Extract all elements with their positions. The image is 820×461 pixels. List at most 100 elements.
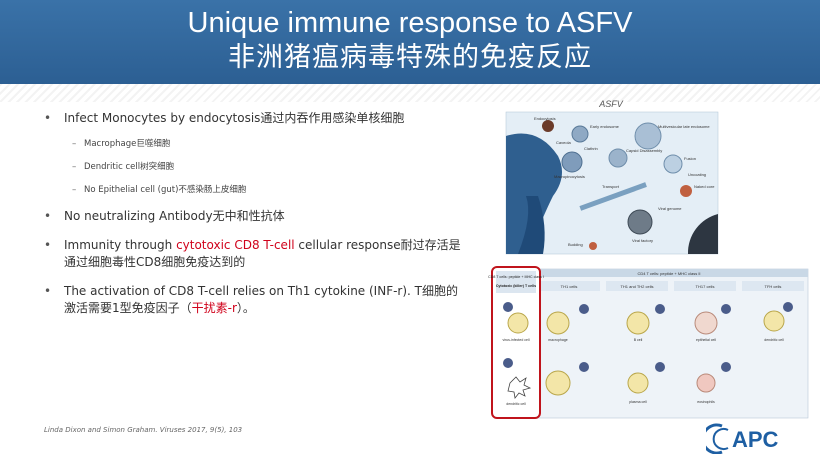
lower-cell-1 xyxy=(545,370,571,396)
logo-text: APC xyxy=(732,427,779,452)
bullet-activation-pre: The activation of CD8 T-cell relies on T… xyxy=(64,284,459,315)
logo-inner-arc-icon xyxy=(712,428,729,450)
sub-bullet-macrophage-text: Macrophage巨噬细胞 xyxy=(84,139,171,149)
budding-virion xyxy=(589,242,597,250)
figure2-right-header-bar xyxy=(530,269,808,277)
naked-core xyxy=(680,185,692,197)
bullet-infection: Infect Monocytes by endocytosis通过内吞作用感染单… xyxy=(44,110,464,127)
upper-th2 xyxy=(655,304,665,314)
bullet-activation-post: ）。 xyxy=(236,301,255,315)
label-bcell: B cell xyxy=(634,338,643,342)
microtubule-transport xyxy=(579,182,647,211)
asfv-entry-figure: ASFV Endocytosis Early endosome Multives… xyxy=(505,99,719,255)
early-endosome xyxy=(571,125,589,143)
label-clathrin: Clathrin xyxy=(584,146,598,151)
logo-arc-icon xyxy=(706,423,723,454)
label-uncoating: Uncoating xyxy=(688,172,706,177)
label-viral-genome: Viral genome xyxy=(658,206,682,211)
label-eosinophils: eosinophils xyxy=(697,400,715,404)
viral-factory xyxy=(627,209,653,235)
label-late-endosome: Multivesicular late endosome xyxy=(658,124,710,129)
label-macrophage: macrophage xyxy=(548,338,568,342)
bullet-immunity-pre: Immunity through xyxy=(64,238,177,252)
label-plasma-cell: plasma cell xyxy=(629,400,647,404)
upper-cell-epithelial xyxy=(694,311,718,335)
upper-cell-dendritic xyxy=(763,310,785,332)
virus-infected-cell xyxy=(507,312,529,334)
macropinosome xyxy=(561,151,583,173)
figure1-title: ASFV xyxy=(598,99,624,109)
col-th17-header xyxy=(674,281,736,291)
bullet-antibody-text: No neutralizing Antibody无中和性抗体 xyxy=(64,209,285,223)
title-english: Unique immune response to ASFV xyxy=(187,7,633,39)
virion-entry xyxy=(542,120,554,132)
bullet-infection-text: Infect Monocytes by endocytosis通过内吞作用感染单… xyxy=(64,111,405,125)
cd8-subheader: Cytotoxic (killer) T cells xyxy=(496,284,536,288)
col-th1th2-label: TH1 and TH2 cells xyxy=(620,284,653,289)
figure2-right-panel xyxy=(529,268,809,419)
decorative-stripe xyxy=(0,84,820,102)
bullet-antibody: No neutralizing Antibody无中和性抗体 xyxy=(44,208,464,225)
citation: Linda Dixon and Simon Graham. Viruses 20… xyxy=(44,426,243,434)
title-chinese: 非洲猪瘟病毒特殊的免疫反应 xyxy=(228,42,592,73)
bullet-activation-highlight: 干扰素-r xyxy=(191,301,237,315)
sub-bullet-epithelial-text: No Epithelial cell (gut)不感染肠上皮细胞 xyxy=(84,185,247,195)
lower-tcell-2 xyxy=(655,362,665,372)
lower-tcell-3 xyxy=(721,362,731,372)
figure2-right-header: CD4 T cells: peptide + MHC class II xyxy=(637,271,700,276)
cd8-tcell-lower xyxy=(503,358,513,368)
col-tfh-label: TFH cells xyxy=(765,284,782,289)
upper-cell-macrophage xyxy=(546,311,570,335)
label-caveola: Caveola xyxy=(556,140,571,145)
bullet-immunity-highlight: cytotoxic CD8 T-cell xyxy=(176,238,295,252)
lower-cell-2 xyxy=(627,372,649,394)
bullet-immunity: Immunity through cytotoxic CD8 T-cell ce… xyxy=(44,237,464,271)
bullet-list: Infect Monocytes by endocytosis通过内吞作用感染单… xyxy=(44,110,464,317)
cd8-header: CD8 T cells: peptide + MHC class I xyxy=(488,275,544,279)
sub-bullet-epithelial: No Epithelial cell (gut)不感染肠上皮细胞 xyxy=(44,184,464,196)
col-th17-label: TH17 cells xyxy=(696,284,715,289)
upper-cells xyxy=(546,302,793,335)
cd8-header-box xyxy=(496,271,536,293)
label-viral-factory: Viral factory xyxy=(632,238,653,243)
label-transport: Transport xyxy=(602,184,620,189)
label-endocytosis: Endocytosis xyxy=(534,116,556,121)
lower-cell-3 xyxy=(696,373,716,393)
upper-tfh xyxy=(783,302,793,312)
label-dendritic-left: dendritic cell xyxy=(506,402,526,406)
bullet-activation: The activation of CD8 T-cell relies on T… xyxy=(44,283,464,317)
late-endosome xyxy=(634,122,662,150)
col-th1-label: TH1 cells xyxy=(561,284,578,289)
label-dendritic: dendritic cell xyxy=(764,338,784,342)
label-capsid: Capsid Disassembly xyxy=(626,148,662,153)
fusion-vesicle xyxy=(663,154,683,174)
col-th1th2-header xyxy=(606,281,668,291)
lower-cells xyxy=(545,362,731,396)
sub-bullet-dendritic: Dendritic cell树突细胞 xyxy=(44,161,464,173)
budding-membrane xyxy=(518,196,545,254)
label-fusion: Fusion xyxy=(684,156,696,161)
capsid-disassembly xyxy=(608,148,628,168)
label-naked-core: Naked core xyxy=(694,184,715,189)
upper-th1 xyxy=(579,304,589,314)
cd8-tcell-upper xyxy=(503,302,513,312)
upper-th17 xyxy=(721,304,731,314)
label-early-endosome: Early endosome xyxy=(590,124,620,129)
label-budding: Budding xyxy=(568,242,583,247)
label-epithelial: epithelial cell xyxy=(696,338,716,342)
title-banner: Unique immune response to ASFV 非洲猪瘟病毒特殊的… xyxy=(0,0,820,84)
nucleus xyxy=(687,214,718,254)
upper-cell-b xyxy=(626,311,650,335)
label-virus-infected: virus-infected cell xyxy=(502,338,529,342)
cell-membrane xyxy=(506,133,562,254)
tcell-figure: CD4 T cells: peptide + MHC class II TH1 … xyxy=(488,266,809,419)
apc-logo: APC xyxy=(706,423,779,454)
sub-bullet-dendritic-text: Dendritic cell树突细胞 xyxy=(84,162,175,172)
lower-tcell-1 xyxy=(579,362,589,372)
sub-bullet-macrophage: Macrophage巨噬细胞 xyxy=(44,138,464,150)
label-macropinocytosis: Macropinocytosis xyxy=(554,174,585,179)
bullet-immunity-post: cellular response耐过存活是通过细胞毒性CD8细胞免疫达到的 xyxy=(64,238,461,269)
dendritic-cell-icon xyxy=(507,376,532,399)
col-tfh-header xyxy=(742,281,804,291)
col-th1-header xyxy=(538,281,600,291)
